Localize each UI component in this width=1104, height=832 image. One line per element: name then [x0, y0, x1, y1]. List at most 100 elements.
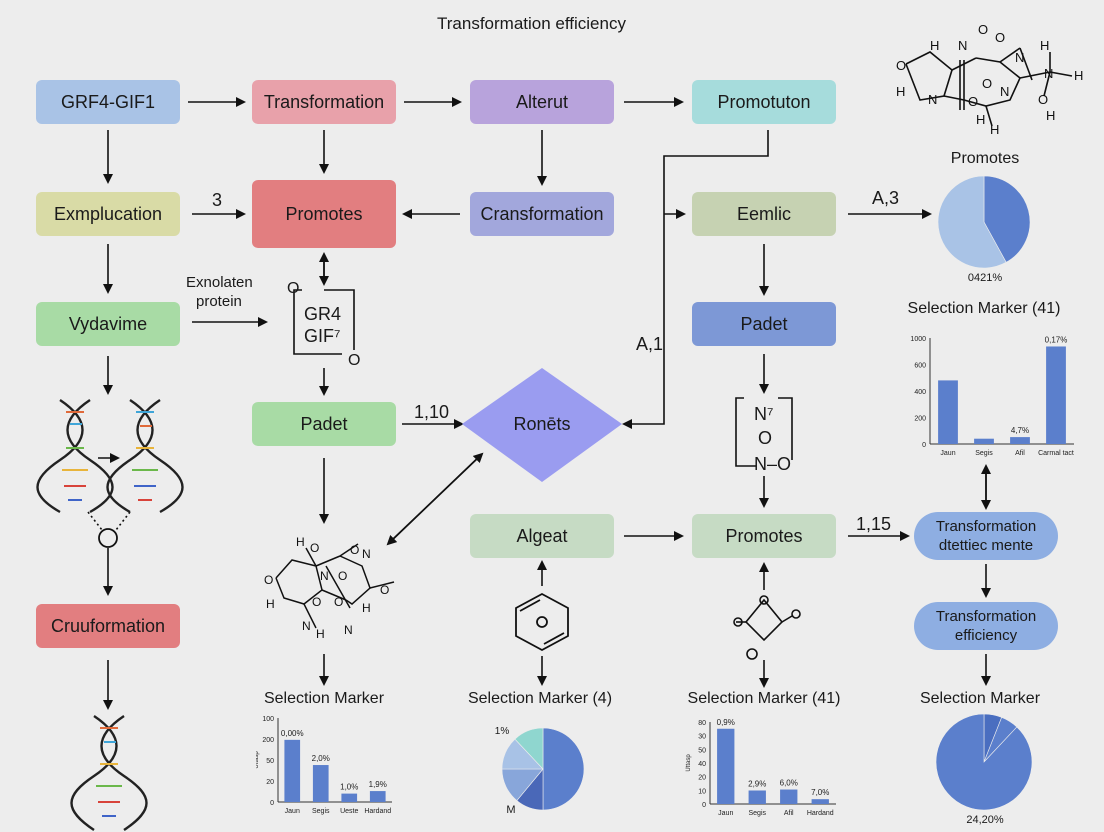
- data-label: 6,0%: [780, 779, 798, 788]
- svg-text:N: N: [344, 623, 353, 637]
- label-o-top: O: [287, 280, 300, 297]
- svg-text:O: O: [995, 30, 1005, 45]
- node-explication[interactable]: Exmplucation: [36, 192, 180, 236]
- data-label: 0,17%: [1045, 335, 1068, 344]
- svg-text:H: H: [1040, 38, 1049, 53]
- diagram-title: Transformation efficiency: [437, 14, 626, 33]
- svg-text:N: N: [958, 38, 967, 53]
- caption-selection-marker-left: Selection Marker: [263, 690, 385, 707]
- y-axis-label: Uttasp: [256, 751, 260, 769]
- edge-label-a3: A,3: [872, 188, 900, 208]
- bar: [312, 765, 329, 802]
- ronets-diamond-shape: [462, 368, 622, 482]
- node-transformation-dtettiec[interactable]: Transformation dtettiec mente: [914, 512, 1058, 560]
- x-tick-label: Hardand: [364, 808, 391, 815]
- svg-text:H: H: [990, 122, 999, 137]
- pie-mid-pct: 1%: [494, 726, 510, 737]
- bar: [369, 791, 386, 802]
- y-tick-label: 40: [698, 761, 706, 768]
- junction-circle-icon: [98, 528, 118, 548]
- y-tick-label: 50: [266, 758, 274, 765]
- y-tick-label: 80: [698, 720, 706, 727]
- x-tick-label: Ueste: [340, 808, 358, 815]
- x-tick-label: Carmal tact: [1038, 450, 1074, 457]
- caption-selection-marker-midright: Selection Marker (41): [687, 690, 841, 707]
- y-tick-label: 0: [270, 800, 274, 807]
- y-tick-label: 30: [698, 734, 706, 741]
- bar: [1010, 437, 1030, 444]
- node-vydavime[interactable]: Vydavime: [36, 302, 180, 346]
- svg-text:O: O: [338, 569, 347, 583]
- node-transformation-efficiency[interactable]: Transformation efficiency: [914, 602, 1058, 650]
- svg-text:O: O: [380, 583, 389, 597]
- label-o-mid: O: [758, 428, 773, 448]
- molecule-icon: [905, 47, 1073, 127]
- data-label: 1,0%: [340, 783, 358, 792]
- node-transformation[interactable]: Transformation: [252, 80, 396, 124]
- node-padet-right[interactable]: Padet: [692, 302, 836, 346]
- label-n7: N⁷: [754, 404, 774, 424]
- bar: [748, 790, 766, 804]
- svg-text:H: H: [296, 535, 305, 549]
- svg-text:H: H: [316, 627, 325, 641]
- y-tick-label: 20: [266, 779, 274, 786]
- y-tick-label: 200: [914, 416, 926, 423]
- pie-slice: [937, 175, 1007, 269]
- bar-chart-left: 10020050200UttaspJaun0,00%Segis2,0%Ueste…: [256, 716, 392, 815]
- molecule-icon: [733, 595, 801, 660]
- dna-helix-icon: [106, 399, 184, 514]
- svg-text:N: N: [362, 547, 371, 561]
- y-tick-label: 100: [262, 716, 274, 723]
- data-label: 4,7%: [1011, 426, 1029, 435]
- label-protein: protein: [196, 293, 242, 310]
- pie-slice: [542, 727, 585, 811]
- pie-slice: [983, 175, 1031, 263]
- bar: [811, 799, 829, 804]
- node-algeat[interactable]: Algeat: [470, 514, 614, 558]
- pie-slice: [935, 713, 1033, 811]
- y-axis-label: Uttasp: [686, 754, 692, 772]
- edge-label-3: 3: [212, 190, 223, 210]
- bar: [974, 438, 994, 444]
- node-cransformation[interactable]: Cransformation: [470, 192, 614, 236]
- label-gif7: GIF⁷: [304, 326, 341, 346]
- caption-selection-marker-right: Selection Marker: [919, 690, 1041, 707]
- edge-label-1-15: 1,15: [856, 514, 892, 534]
- svg-text:O: O: [896, 58, 906, 73]
- svg-text:H: H: [896, 84, 905, 99]
- molecule-icon: [275, 543, 395, 629]
- svg-text:O: O: [264, 573, 273, 587]
- svg-text:O: O: [1038, 92, 1048, 107]
- data-label: 2,9%: [748, 779, 766, 788]
- node-eemlic[interactable]: Eemlic: [692, 192, 836, 236]
- y-tick-label: 600: [914, 363, 926, 370]
- x-tick-label: Jaun: [718, 810, 733, 817]
- label-exnolaten: Exnolaten: [186, 274, 253, 291]
- y-tick-label: 50: [698, 747, 706, 754]
- node-padet-left[interactable]: Padet: [252, 402, 396, 446]
- node-promotes-bottom[interactable]: Promotes: [692, 514, 836, 558]
- svg-text:O: O: [312, 595, 321, 609]
- pie-chart-right: [935, 713, 1033, 811]
- svg-text:O: O: [968, 94, 978, 109]
- svg-text:H: H: [1074, 68, 1083, 83]
- edge-label-1-10: 1,10: [414, 402, 450, 422]
- node-cruuformation[interactable]: Cruuformation: [36, 604, 180, 648]
- node-promotuton[interactable]: Promotuton: [692, 80, 836, 124]
- node-alterut[interactable]: Alterut: [470, 80, 614, 124]
- svg-text:O: O: [350, 543, 359, 557]
- label-gr4: GR4: [304, 304, 342, 324]
- svg-text:N: N: [320, 569, 329, 583]
- x-tick-label: Jaun: [940, 450, 955, 457]
- data-label: 0,9%: [717, 718, 735, 727]
- pie-top-pct: 0421%: [967, 272, 1003, 284]
- node-ronets[interactable]: Ronēts: [513, 413, 571, 434]
- node-grf4-gif1[interactable]: GRF4-GIF1: [36, 80, 180, 124]
- node-promotes-center[interactable]: Promotes: [252, 180, 396, 248]
- pie-top-title: Promotes: [950, 150, 1020, 167]
- y-tick-label: 1000: [910, 336, 926, 343]
- svg-text:H: H: [266, 597, 275, 611]
- x-tick-label: Segis: [748, 810, 766, 817]
- dna-helix-icon: [36, 399, 114, 514]
- label-o-bottom: O: [348, 352, 361, 369]
